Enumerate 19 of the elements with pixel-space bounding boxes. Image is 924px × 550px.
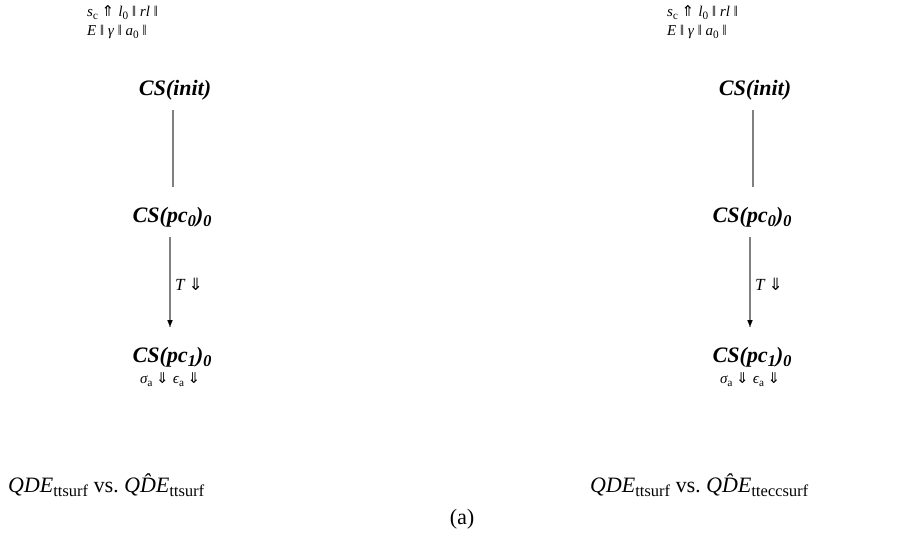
node-label: CS(pc$_{0}$)$_{0}$ bbox=[132, 200, 212, 230]
caption: (a) bbox=[450, 503, 474, 531]
node-annotation: s$_{c}$ ⇑ l$_{0}$ ‖ rl ‖ bbox=[87, 3, 158, 22]
node-label: CS(init) bbox=[138, 74, 212, 102]
node-label: CS(pc$_{1}$)$_{0}$ bbox=[712, 340, 792, 370]
connector-line bbox=[172, 110, 174, 188]
node-annotation: E ‖ γ ‖ a$_{0}$ ‖ bbox=[667, 22, 728, 41]
node-annotation: s$_{c}$ ⇑ l$_{0}$ ‖ rl ‖ bbox=[667, 3, 738, 22]
node-annotation: E ‖ γ ‖ a$_{0}$ ‖ bbox=[87, 22, 148, 41]
connector-line bbox=[752, 110, 754, 188]
node-label: CS(pc$_{1}$)$_{0}$ bbox=[132, 340, 212, 370]
node-label: CS(init) bbox=[718, 74, 792, 102]
comparison-label: QDE$_{ttsurf}$ vs. QD̂E$_{ttsurf}$ bbox=[8, 471, 204, 501]
comparison-label: QDE$_{ttsurf}$ vs. QD̂E$_{tteccsurf}$ bbox=[590, 471, 808, 501]
arrow bbox=[167, 236, 173, 328]
node-annotation: σ$_{a}$ ⇓ ϵ$_{a}$ ⇓ bbox=[720, 370, 781, 389]
node-label: CS(pc$_{0}$)$_{0}$ bbox=[712, 200, 792, 230]
node-annotation: σ$_{a}$ ⇓ ϵ$_{a}$ ⇓ bbox=[140, 370, 201, 389]
arrow bbox=[747, 236, 753, 328]
